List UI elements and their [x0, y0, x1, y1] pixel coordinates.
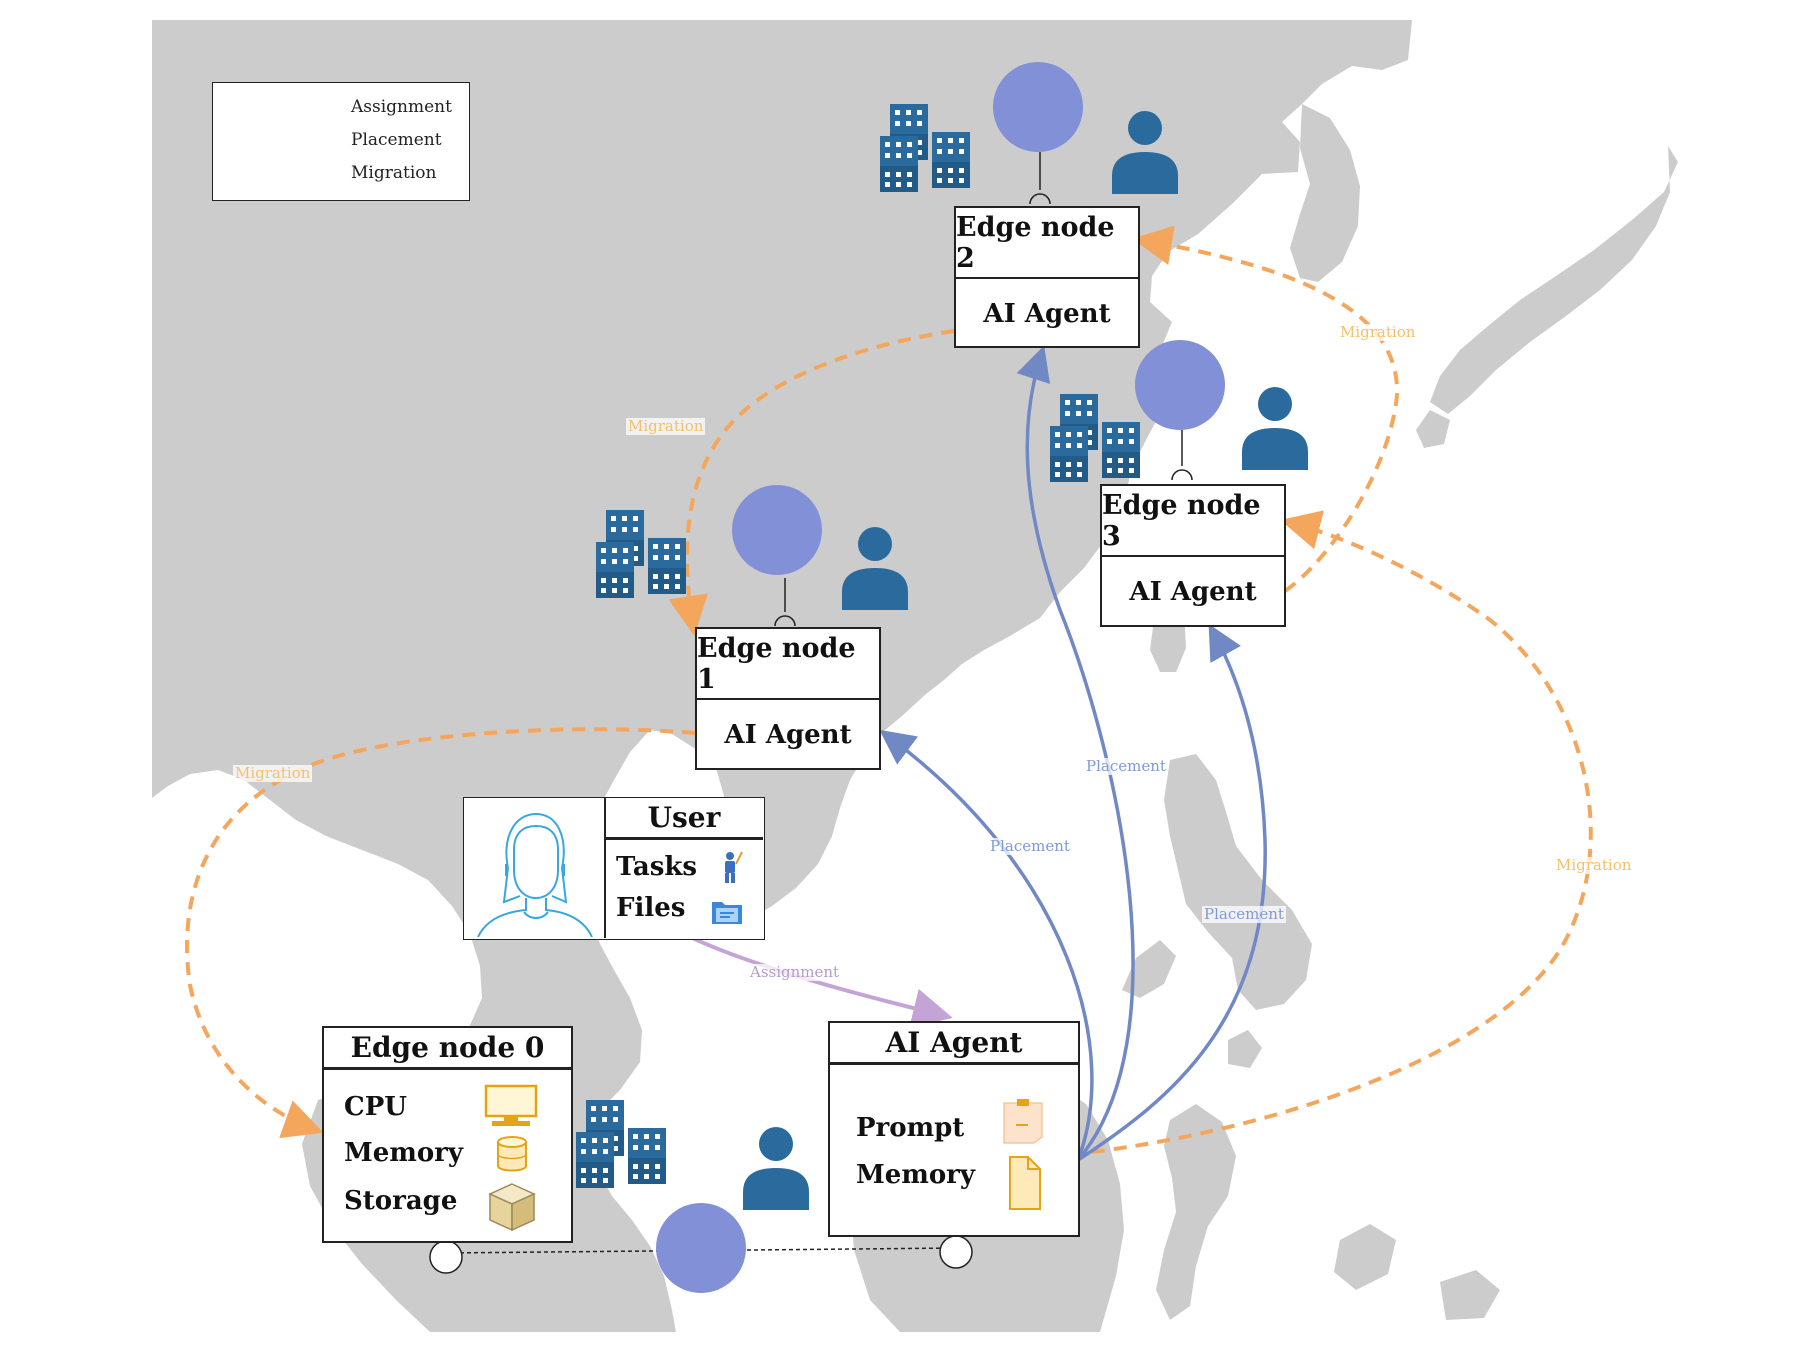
buildings-icon-0	[576, 1100, 666, 1188]
legend-placement-label: Placement	[351, 130, 442, 150]
migration-label-4: Migration	[1554, 856, 1634, 874]
sulawesi	[1156, 1104, 1236, 1320]
buildings-icon-1	[596, 510, 686, 598]
edge-node-1-box: Edge node 1 AI Agent	[695, 627, 881, 770]
box-icon	[488, 1183, 536, 1232]
agent-memory-label: Memory	[856, 1160, 975, 1190]
user-panel: User Tasks Files	[463, 797, 765, 940]
edge-node-3-agent: AI Agent	[1129, 576, 1257, 607]
node-2-cluster	[880, 62, 1178, 205]
node-circle-3	[1135, 340, 1225, 430]
user-avatar-icon	[477, 812, 593, 937]
node-circle-0	[656, 1203, 746, 1293]
legend-assignment-label: Assignment	[351, 97, 452, 117]
placement-edge-to-node-3	[1077, 623, 1267, 1162]
korea	[1290, 104, 1360, 282]
migration-edge-3-to-2	[1132, 225, 1400, 593]
node-circle-1	[732, 485, 822, 575]
assignment-label: Assignment	[748, 963, 842, 981]
legend-migration-label: Migration	[351, 163, 437, 183]
migration-label-2: Migration	[1338, 323, 1418, 341]
migration-label-1: Migration	[626, 417, 706, 435]
edge-node-0-title: Edge node 0	[324, 1028, 571, 1070]
cpu-label: CPU	[344, 1092, 407, 1122]
user-title: User	[605, 798, 763, 840]
node-1-cluster	[596, 485, 908, 627]
user-tasks-label: Tasks	[616, 852, 697, 882]
node-3-cluster	[1050, 340, 1308, 482]
philippines	[1164, 754, 1312, 1010]
monitor-icon	[484, 1084, 538, 1126]
person-icon-2	[1112, 111, 1178, 194]
migration-edges	[185, 225, 1593, 1154]
edge-node-3-box: Edge node 3 AI Agent	[1100, 484, 1286, 627]
placement-label-2: Placement	[988, 837, 1072, 855]
user-files-label: Files	[616, 893, 686, 923]
ai-agent-panel: AI Agent Prompt Memory	[828, 1021, 1080, 1237]
assignment-edge	[687, 934, 953, 1028]
migration-label-3: Migration	[233, 764, 313, 782]
edge-node-2-box: Edge node 2 AI Agent	[954, 206, 1140, 348]
placement-label-3: Placement	[1202, 905, 1286, 923]
edge-node-1-agent: AI Agent	[724, 719, 852, 750]
person-icon-0	[743, 1127, 809, 1210]
ai-agent-title: AI Agent	[830, 1023, 1078, 1065]
person-icon-1	[842, 527, 908, 610]
folder-icon	[712, 902, 742, 924]
placement-edge-to-node-2	[1016, 345, 1135, 1162]
memory-resource-label: Memory	[344, 1138, 463, 1168]
node-circle-2	[993, 62, 1083, 152]
database-icon	[497, 1136, 527, 1172]
edge-node-1-title: Edge node 1	[697, 629, 879, 700]
buildings-icon-2	[880, 104, 970, 192]
migration-edge-agent-to-3	[1091, 510, 1593, 1154]
document-icon	[1009, 1156, 1041, 1210]
migration-edge-1-to-0	[185, 727, 696, 1139]
placement-label-1: Placement	[1084, 757, 1168, 775]
legend: Assignment Placement Migration	[212, 82, 470, 201]
placement-edge-to-node-1	[879, 729, 1094, 1161]
edge-node-0-panel: Edge node 0 CPU Memory Storage	[322, 1026, 573, 1243]
edge-node-2-title: Edge node 2	[956, 208, 1138, 279]
note-icon	[1003, 1099, 1043, 1144]
placement-edges	[879, 345, 1267, 1162]
person-icon-3	[1242, 387, 1308, 470]
prompt-label: Prompt	[856, 1113, 965, 1143]
migration-edge-2-to-1	[668, 329, 955, 636]
worker-icon	[725, 851, 743, 883]
buildings-icon-3	[1050, 394, 1140, 482]
edge-node-2-agent: AI Agent	[983, 298, 1111, 329]
node-0-cluster	[576, 1100, 809, 1210]
edge-node-3-title: Edge node 3	[1102, 486, 1284, 557]
storage-label: Storage	[344, 1186, 458, 1216]
japan	[1430, 146, 1678, 414]
